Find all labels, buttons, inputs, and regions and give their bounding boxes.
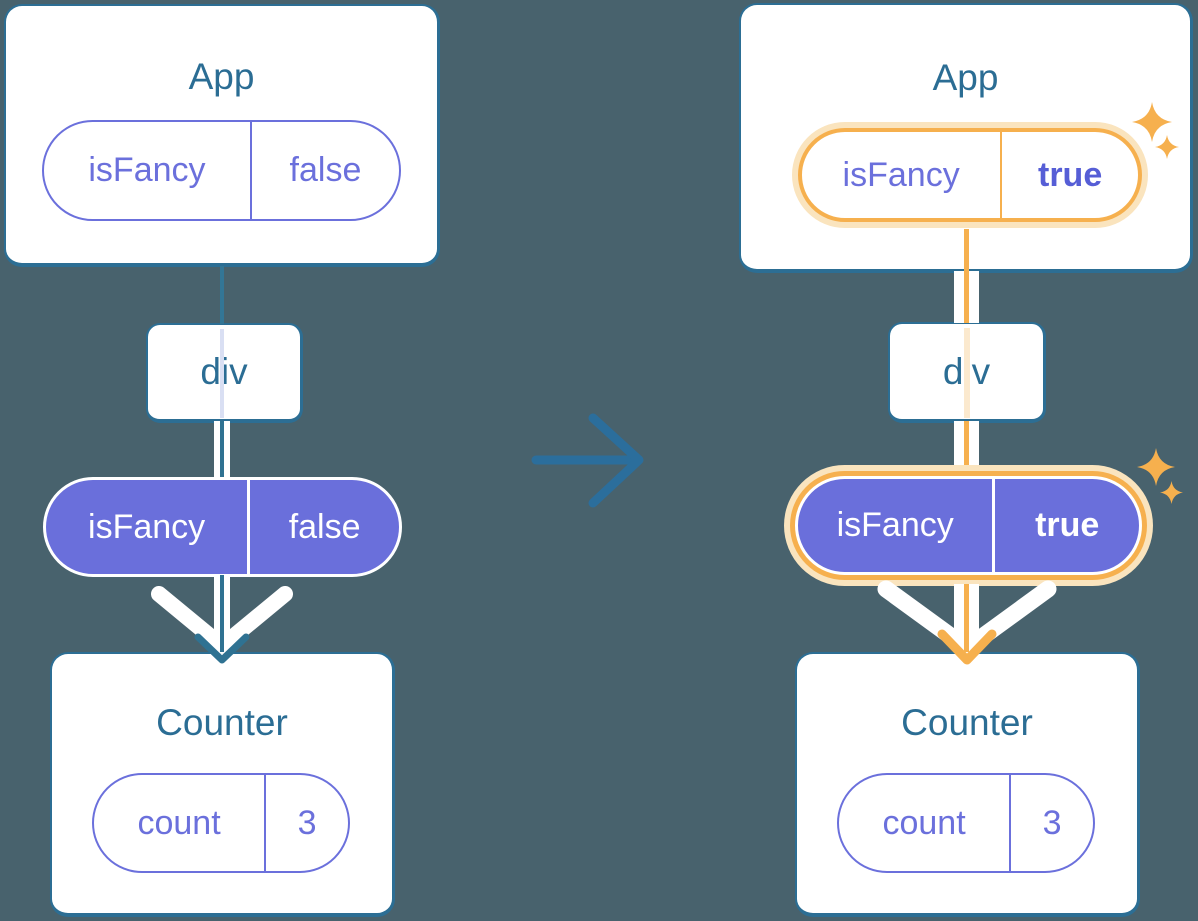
after-div-to-context-pipe xyxy=(954,421,979,478)
before-context-to-counter-pipe xyxy=(214,575,230,639)
state-name-label: count xyxy=(94,775,267,871)
after-app-to-div-pipe xyxy=(954,271,979,323)
before-counter-title: Counter xyxy=(156,702,288,743)
before-context-pill: isFancy false xyxy=(43,477,402,577)
after-app-card: App isFancy true xyxy=(739,3,1193,273)
after-app-inner-flow-line xyxy=(964,229,969,271)
white-chevron-icon xyxy=(151,586,293,654)
prop-name-label: isFancy xyxy=(44,122,252,219)
before-flow-line xyxy=(220,575,224,652)
before-app-prop-pill: isFancy false xyxy=(42,120,401,221)
before-app-title: App xyxy=(188,56,255,97)
white-chevron-icon xyxy=(877,580,1057,657)
before-counter-state-pill: count 3 xyxy=(92,773,350,873)
state-value-label: 3 xyxy=(1042,803,1062,842)
before-app-card: App isFancy false xyxy=(4,4,440,267)
after-div-passthrough-line xyxy=(964,328,970,418)
after-flow-line xyxy=(964,584,969,652)
after-context-to-counter-pipe xyxy=(954,584,979,640)
sparkle-icon xyxy=(1137,448,1175,486)
before-div-label: div xyxy=(200,351,248,392)
before-counter-card: Counter count 3 xyxy=(50,652,395,917)
after-context-pill-highlighted: isFancy true xyxy=(795,476,1142,575)
prop-value-label: false xyxy=(289,151,362,189)
prop-name-label: isFancy xyxy=(802,132,1003,218)
after-counter-title: Counter xyxy=(901,702,1033,743)
sparkle-icon xyxy=(1160,481,1183,504)
context-name-label: isFancy xyxy=(46,480,251,574)
state-value-label: 3 xyxy=(297,803,317,842)
state-name-label: count xyxy=(839,775,1012,871)
after-app-prop-pill-highlighted: isFancy true xyxy=(798,128,1142,222)
context-value-label: true xyxy=(1035,506,1100,544)
context-name-label: isFancy xyxy=(798,479,996,572)
before-div-passthrough-line xyxy=(220,329,224,418)
prop-value-label: true xyxy=(1038,155,1103,194)
transition-arrow-icon xyxy=(531,413,644,508)
after-app-title: App xyxy=(932,57,999,98)
after-counter-state-pill: count 3 xyxy=(837,773,1095,873)
context-value-label: false xyxy=(288,507,361,546)
before-app-to-div-connector xyxy=(220,266,224,324)
before-div-card: div xyxy=(146,323,303,423)
after-counter-card: Counter count 3 xyxy=(795,652,1140,917)
before-div-to-context-pipe xyxy=(214,421,230,479)
